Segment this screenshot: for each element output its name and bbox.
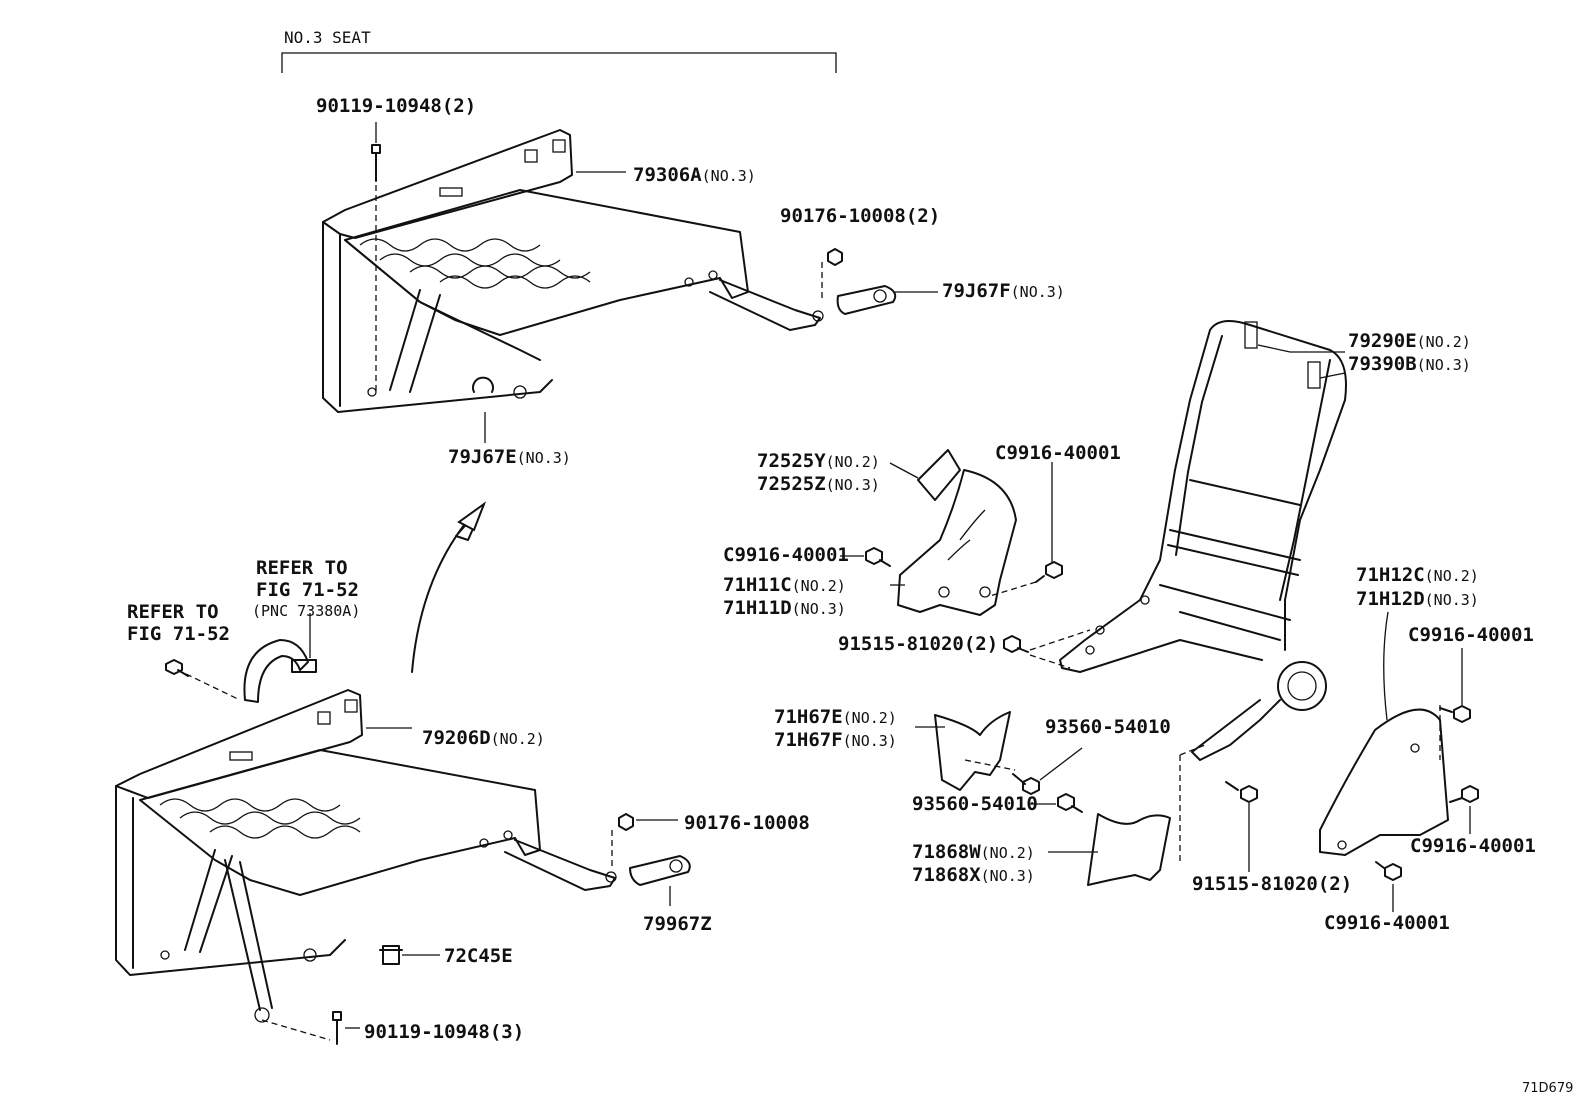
- seatback-frame-drawing: [1059, 320, 1347, 761]
- top-nut-icon: [827, 248, 843, 266]
- clip-72c45e-icon: [379, 945, 403, 965]
- nut-single-icon: [618, 813, 634, 831]
- refer-bolt-icon: [165, 659, 189, 677]
- clip-r-mid-icon: [1449, 785, 1479, 803]
- cover-79967z-drawing: [629, 855, 691, 886]
- label-cover-79j67f: 79J67F(NO.3): [942, 280, 1065, 302]
- label-shield-71h12c: 71H12C(NO.2): [1356, 564, 1479, 586]
- refer2-line2: FIG 71-52: [127, 623, 230, 645]
- refer1-line1: REFER TO: [256, 557, 348, 579]
- label-clip-r-top: C9916-40001: [1408, 624, 1534, 646]
- bolt-lower-icon: [1225, 781, 1258, 803]
- label-frame-no3: 79306A(NO.3): [633, 164, 756, 186]
- screw-right-icon: [1012, 773, 1040, 795]
- label-clip-72c45e: 72C45E: [444, 945, 513, 967]
- label-back-79290e: 79290E(NO.2): [1348, 330, 1471, 352]
- label-cap-72525z: 72525Z(NO.3): [757, 473, 880, 495]
- shield-71h11-drawing: [897, 469, 1017, 616]
- label-bottom-bolt: 90119-10948(3): [364, 1021, 524, 1043]
- label-clip-left: C9916-40001: [723, 544, 849, 566]
- refer1-line2: FIG 71-52: [256, 579, 359, 601]
- label-shield-71h11d: 71H11D(NO.3): [723, 597, 846, 619]
- label-cap-72525y: 72525Y(NO.2): [757, 450, 880, 472]
- seat-frame-no2-drawing: [115, 689, 617, 1023]
- cover-79j67f-drawing: [836, 285, 897, 315]
- label-top-bolt: 90119-10948(2): [316, 95, 476, 117]
- label-trim-71868x: 71868X(NO.3): [912, 864, 1035, 886]
- label-screw-right: 93560-54010: [1045, 716, 1171, 738]
- label-cover-79j67e: 79J67E(NO.3): [448, 446, 571, 468]
- label-shield-71h11c: 71H11C(NO.2): [723, 574, 846, 596]
- label-clip-r-mid: C9916-40001: [1410, 835, 1536, 857]
- label-back-79390b: 79390B(NO.3): [1348, 353, 1471, 375]
- label-bolt-upper: 91515-81020(2): [838, 633, 998, 655]
- label-frame-no2: 79206D(NO.2): [422, 727, 545, 749]
- label-trim-71h67f: 71H67F(NO.3): [774, 729, 897, 751]
- figure-code: 71D679: [1522, 1081, 1573, 1096]
- label-trim-71h67e: 71H67E(NO.2): [774, 706, 897, 728]
- group-label: NO.3 SEAT: [284, 28, 371, 47]
- trim-71h67-drawing: [934, 711, 1011, 791]
- label-cover-79967z: 79967Z: [643, 913, 712, 935]
- clip-left-icon: [865, 547, 891, 567]
- screw-left-icon: [1057, 793, 1083, 813]
- refer1-line3: (PNC 73380A): [252, 602, 360, 620]
- seat-frame-no3-drawing: [322, 129, 824, 413]
- shield-71h12-drawing: [1319, 708, 1449, 856]
- seatbelt-drawing: [243, 639, 309, 703]
- label-trim-71868w: 71868W(NO.2): [912, 841, 1035, 863]
- bolt-upper-icon: [1003, 635, 1029, 653]
- clip-r-top-icon: [1439, 705, 1471, 723]
- clip-upper-icon: [1035, 561, 1063, 583]
- label-top-nut: 90176-10008(2): [780, 205, 940, 227]
- label-clip-upper: C9916-40001: [995, 442, 1121, 464]
- cap-72525-drawing: [917, 449, 961, 501]
- trim-71868-drawing: [1087, 813, 1171, 886]
- bottom-bolt-icon: [332, 1011, 342, 1045]
- label-screw-left: 93560-54010: [912, 793, 1038, 815]
- top-bolt-icon: [371, 144, 381, 182]
- refer2-line1: REFER TO: [127, 601, 219, 623]
- clip-r-bot-icon: [1375, 861, 1402, 881]
- group-bracket: [281, 52, 837, 73]
- label-nut-single: 90176-10008: [684, 812, 810, 834]
- label-clip-r-bot: C9916-40001: [1324, 912, 1450, 934]
- label-bolt-lower: 91515-81020(2): [1192, 873, 1352, 895]
- label-shield-71h12d: 71H12D(NO.3): [1356, 588, 1479, 610]
